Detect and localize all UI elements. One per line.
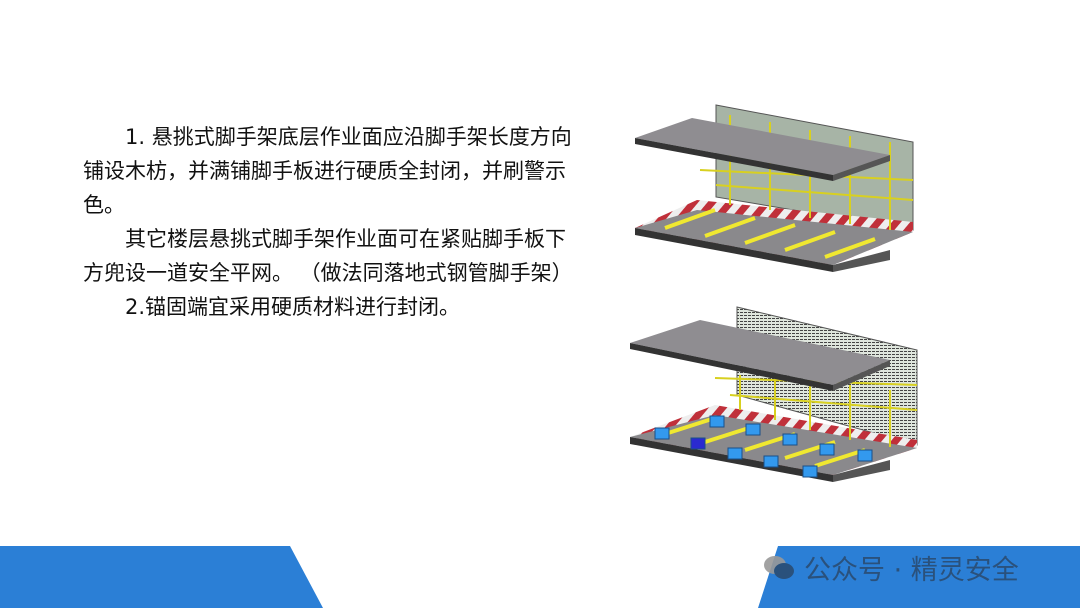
scaffold-illustrations — [630, 104, 918, 482]
footer-band-left — [0, 546, 323, 608]
paragraph-3: 2.锚固端宜采用硬质材料进行封闭。 — [125, 295, 461, 319]
wechat-icon — [764, 555, 794, 579]
slide-body-text: 1. 悬挑式脚手架底层作业面应沿脚手架长度方向铺设木枋，并满铺脚手板进行硬质全封… — [83, 120, 573, 324]
watermark: 公众号 · 精灵安全 — [762, 548, 1019, 587]
illustration-safety-net-closure — [630, 306, 918, 482]
footer-band-right — [758, 546, 1080, 608]
paragraph-2: 其它楼层悬挑式脚手架作业面可在紧贴脚手板下方兜设一道安全平网。 （做法同落地式钢… — [83, 227, 573, 285]
watermark-text: 公众号 · 精灵安全 — [804, 555, 1019, 586]
paragraph-1: 1. 悬挑式脚手架底层作业面应沿脚手架长度方向铺设木枋，并满铺脚手板进行硬质全封… — [83, 125, 572, 217]
illustration-bottom-floor-closure — [635, 104, 914, 272]
